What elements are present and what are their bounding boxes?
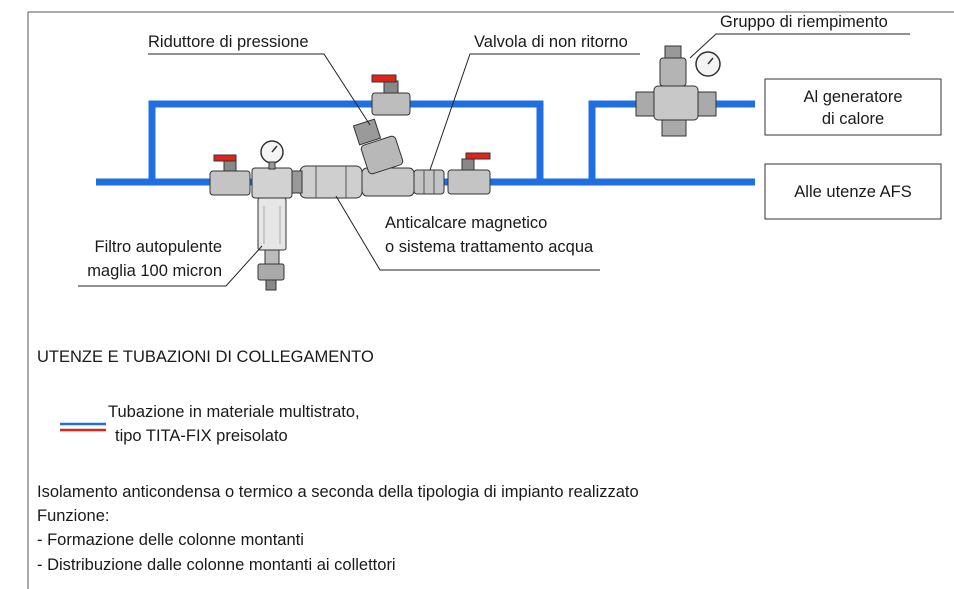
leader-filter <box>78 245 263 287</box>
note-item: - Formazione delle colonne montanti <box>37 531 304 549</box>
label-filling-group: Gruppo di riempimento <box>720 13 888 31</box>
leader-check-valve <box>429 53 640 171</box>
label-generator-line-1: Al generatore <box>803 88 902 106</box>
note-item: - Distribuzione dalle colonne montanti a… <box>37 556 396 574</box>
label-filter-line-2: maglia 100 micron <box>87 262 222 280</box>
label-filter-line-1: Filtro autopulente <box>95 238 223 256</box>
leader-filling-group <box>689 33 910 59</box>
label-descaler-line-2: o sistema trattamento acqua <box>385 238 594 256</box>
label-pressure-reducer: Riduttore di pressione <box>148 33 309 51</box>
legend-pipe-line-2: tipo TITA-FIX preisolato <box>115 427 288 445</box>
outlet-valve-icon <box>447 152 491 195</box>
bypass-valve-icon <box>371 74 411 116</box>
descaler-icon <box>291 165 363 199</box>
label-afs: Alle utenze AFS <box>794 183 911 201</box>
legend-pipe-line-1: Tubazione in materiale multistrato, <box>108 403 360 421</box>
leader-lines <box>78 33 910 287</box>
label-descaler-line-1: Anticalcare magnetico <box>385 214 547 232</box>
check-valve-icon <box>413 169 445 195</box>
afs-box <box>764 163 942 220</box>
leader-descaler <box>335 195 600 271</box>
pressure-reducer-icon <box>352 118 415 197</box>
label-generator-line-2: di calore <box>822 110 884 128</box>
legend-heading: UTENZE E TUBAZIONI DI COLLEGAMENTO <box>37 348 374 366</box>
bypass-pipe <box>148 100 544 182</box>
generator-box <box>764 78 942 136</box>
leader-reducer <box>148 53 371 126</box>
note-function-label: Funzione: <box>37 507 110 525</box>
label-check-valve: Valvola di non ritorno <box>474 33 628 51</box>
note-insulation: Isolamento anticondensa o termico a seco… <box>37 483 639 501</box>
filling-group-icon <box>635 45 721 137</box>
filter-icon <box>251 140 293 291</box>
inlet-valve-icon <box>209 154 251 196</box>
